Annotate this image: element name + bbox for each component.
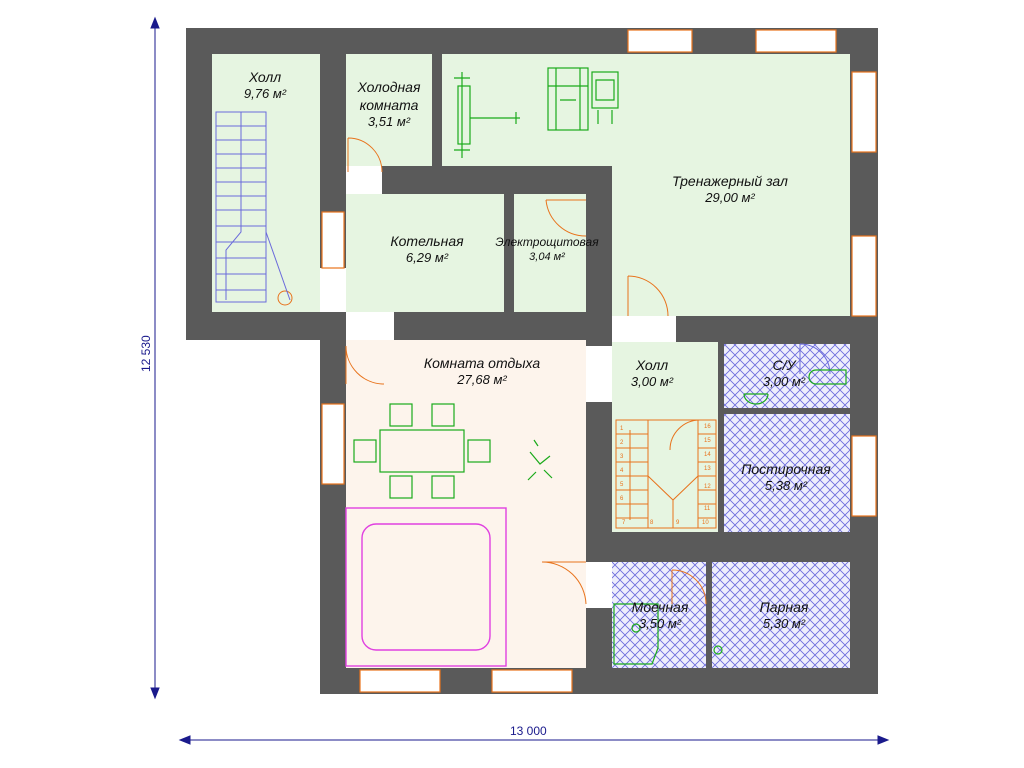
boiler-floor	[346, 194, 504, 312]
cold-room-floor	[346, 54, 432, 166]
stairs-right	[615, 419, 717, 529]
room-gym-name: Тренажерный зал	[672, 173, 788, 189]
windows	[321, 29, 877, 693]
stairs-left	[215, 111, 291, 303]
svg-text:13: 13	[704, 466, 711, 472]
room-electrical-name: Электрощитовая	[495, 235, 599, 249]
stair-numbers: 1 2 3 4 5 6 7 8 9 10 11 12 13 14 15 16	[620, 424, 711, 526]
room-cold-name-1: Холодная	[357, 79, 421, 95]
pool	[345, 507, 507, 667]
room-hall-left-name: Холл	[248, 69, 281, 85]
room-wc-name: С/У	[773, 357, 798, 373]
steam-floor	[712, 562, 850, 668]
room-hall-small-name: Холл	[635, 357, 668, 373]
sanitary-fixtures	[613, 369, 847, 665]
room-electrical-area: 3,04 м²	[529, 251, 565, 263]
room-boiler-name: Котельная	[390, 233, 464, 249]
room-floors	[212, 54, 850, 668]
svg-text:15: 15	[704, 438, 711, 444]
svg-text:2: 2	[620, 440, 624, 446]
svg-text:11: 11	[704, 506, 711, 512]
room-labels: Холл 9,76 м² Холодная комната 3,51 м² Тр…	[244, 69, 831, 631]
svg-text:10: 10	[702, 520, 709, 526]
dimension-lines	[150, 16, 890, 745]
room-wc-area: 3,00 м²	[763, 374, 806, 389]
room-steam-area: 5,30 м²	[763, 616, 806, 631]
room-hall-small-area: 3,00 м²	[631, 374, 674, 389]
svg-text:9: 9	[676, 520, 680, 526]
room-steam-name: Парная	[760, 599, 809, 615]
svg-text:3: 3	[620, 454, 624, 460]
dining-furniture	[353, 403, 553, 499]
room-laundry-name: Постирочная	[741, 461, 831, 477]
svg-text:1: 1	[620, 426, 624, 432]
room-washroom-area: 3,50 м²	[639, 616, 682, 631]
room-washroom-name: Моечная	[632, 599, 689, 615]
gym-floor	[442, 54, 850, 320]
washroom-floor	[612, 562, 706, 668]
width-dimension-label: 13 000	[510, 724, 547, 738]
height-dimension-label: 12 530	[139, 335, 153, 372]
svg-text:6: 6	[620, 496, 624, 502]
room-laundry-area: 5,38 м²	[765, 478, 808, 493]
laundry-floor	[724, 414, 850, 532]
room-gym-area: 29,00 м²	[704, 190, 755, 205]
room-boiler-area: 6,29 м²	[406, 250, 449, 265]
lounge-floor	[346, 340, 586, 668]
room-lounge-area: 27,68 м²	[456, 372, 507, 387]
gym-equipment	[454, 67, 619, 158]
svg-text:16: 16	[704, 424, 711, 430]
room-hall-left-area: 9,76 м²	[244, 86, 287, 101]
room-cold-area: 3,51 м²	[368, 114, 411, 129]
room-cold-name-2: комната	[360, 97, 419, 113]
svg-text:5: 5	[620, 482, 624, 488]
svg-text:14: 14	[704, 452, 711, 458]
svg-text:7: 7	[622, 520, 626, 526]
room-lounge-name: Комната отдыха	[424, 355, 540, 371]
svg-text:4: 4	[620, 468, 624, 474]
svg-text:12: 12	[704, 484, 711, 490]
svg-text:8: 8	[650, 520, 654, 526]
